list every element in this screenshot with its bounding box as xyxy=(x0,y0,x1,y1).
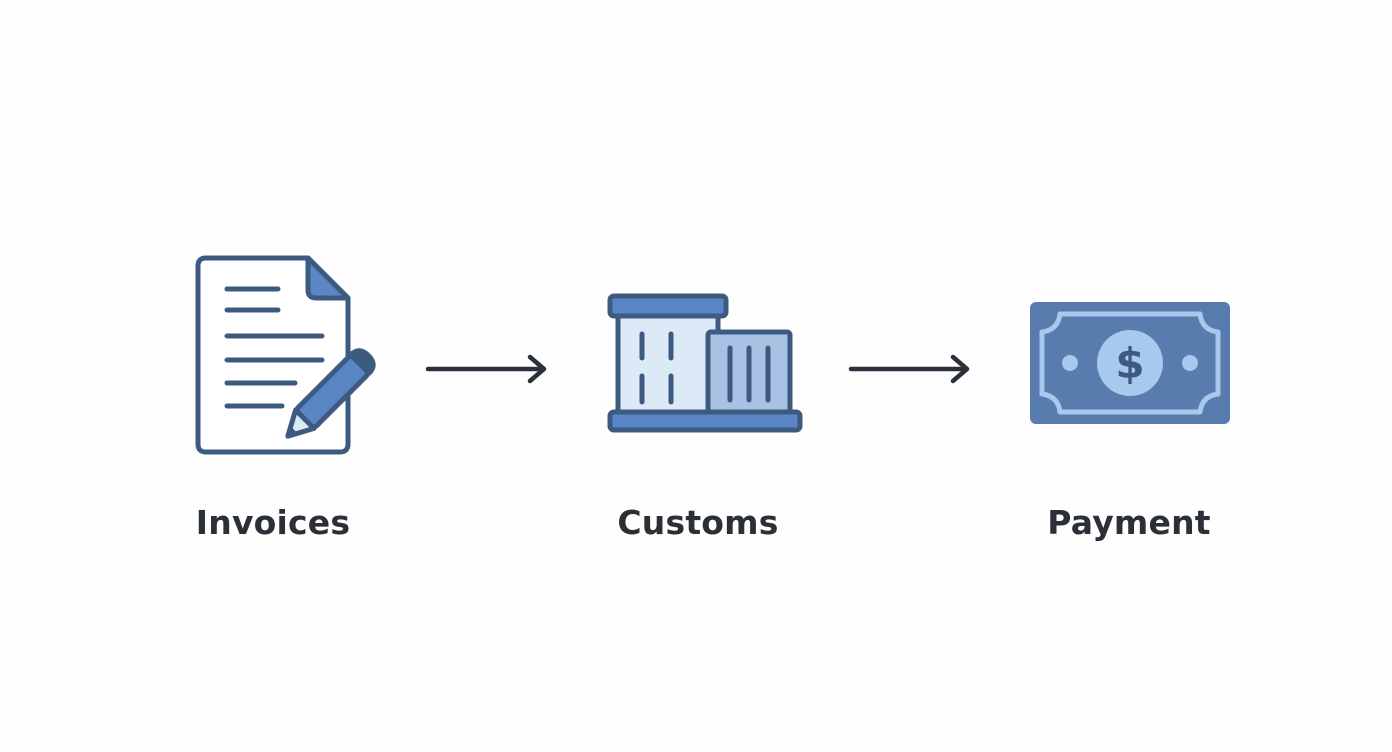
step-label-payment: Payment xyxy=(1047,503,1211,542)
step-label-invoices: Invoices xyxy=(195,503,351,542)
flow-arrow-1-icon xyxy=(425,354,547,384)
svg-text:$: $ xyxy=(1115,339,1144,388)
customs-building-icon xyxy=(607,293,803,433)
dollar-banknote-icon: $ xyxy=(1030,302,1230,424)
flow-arrow-2-icon xyxy=(848,354,970,384)
step-label-customs: Customs xyxy=(617,503,779,542)
invoice-document-pencil-icon xyxy=(195,255,376,455)
